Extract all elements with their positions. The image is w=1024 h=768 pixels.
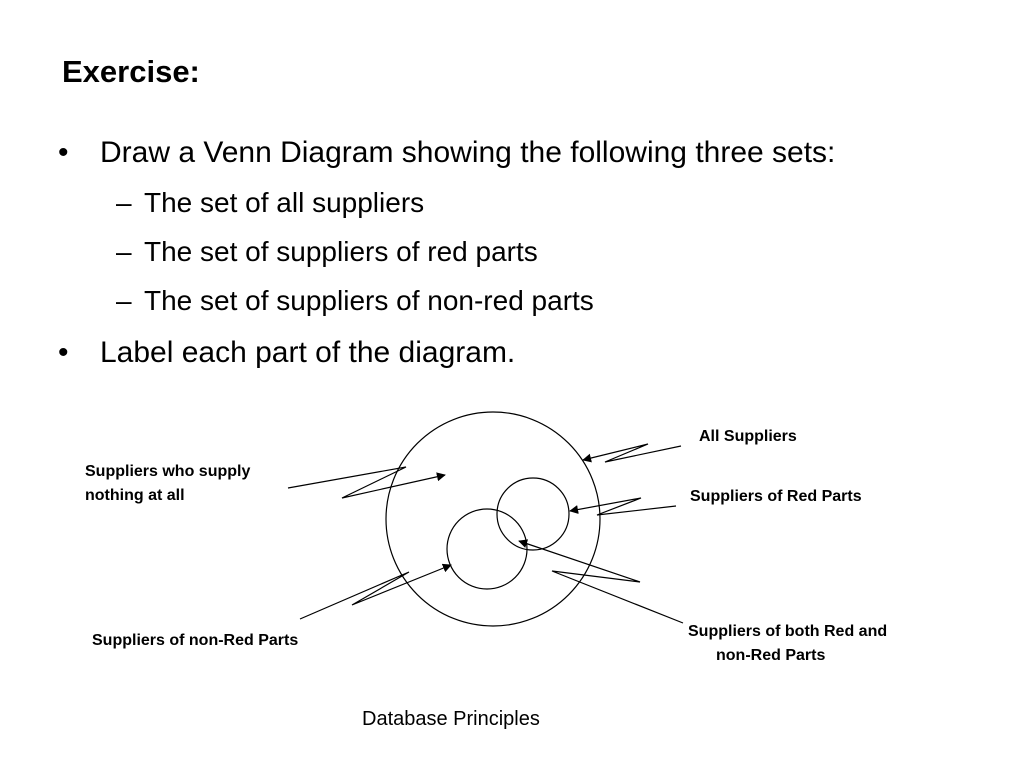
slide-title: Exercise: (62, 54, 200, 89)
arrow-non-red-parts (299, 563, 452, 620)
bullet-marker: • (58, 336, 69, 369)
label-supply-nothing-line2: nothing at all (85, 487, 185, 504)
bullet-text: Draw a Venn Diagram showing the followin… (100, 136, 836, 169)
arrow-all-suppliers (582, 443, 682, 463)
all-suppliers-circle (385, 411, 601, 627)
label-supply-nothing-line1: Suppliers who supply (85, 463, 251, 480)
label-red-parts: Suppliers of Red Parts (690, 488, 862, 505)
sub-bullet-text: The set of suppliers of red parts (144, 236, 538, 267)
non-red-parts-circle (446, 508, 528, 590)
label-both-line2: non-Red Parts (716, 647, 826, 664)
label-both-line1: Suppliers of both Red and (688, 623, 888, 640)
label-all-suppliers: All Suppliers (699, 428, 797, 445)
dash-marker: – (116, 236, 132, 267)
label-non-red-parts: Suppliers of non-Red Parts (92, 632, 299, 649)
red-parts-circle (496, 477, 570, 551)
dash-marker: – (116, 187, 132, 218)
sub-bullet-text: The set of suppliers of non-red parts (144, 285, 594, 316)
slide-footer: Database Principles (362, 708, 540, 730)
arrow-red-parts (569, 497, 677, 516)
bullet-text: Label each part of the diagram. (100, 336, 516, 369)
dash-marker: – (116, 285, 132, 316)
bullet-marker: • (58, 136, 69, 169)
sub-bullet-text: The set of all suppliers (144, 187, 425, 218)
arrow-both (518, 539, 684, 624)
arrow-supply-nothing (287, 466, 446, 499)
